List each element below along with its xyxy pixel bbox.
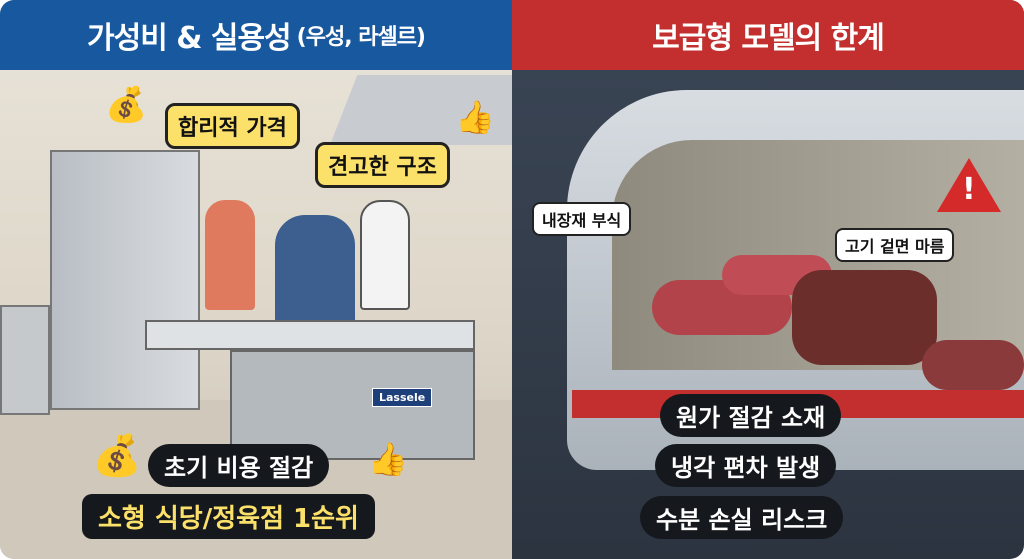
warning-icon-mark: ! <box>962 172 976 207</box>
prep-table <box>145 320 475 350</box>
right-header: 보급형 모델의 한계 <box>512 0 1024 70</box>
left-title-sub: (우성, 라셀르) <box>296 25 426 50</box>
pill-moisture-loss-risk: 수분 손실 리스크 <box>640 496 844 539</box>
money-bag-icon: 💰 <box>92 433 142 479</box>
range-hood <box>330 75 512 145</box>
right-title: 보급형 모델의 한계 <box>652 21 885 56</box>
money-bag-icon: 💰 <box>105 85 148 125</box>
shelf <box>0 305 50 415</box>
upright-refrigerator <box>50 150 200 410</box>
pill-cost-cutting-material: 원가 절감 소재 <box>660 394 842 437</box>
pill-initial-cost: 초기 비용 절감 <box>148 444 330 487</box>
tag-meat-surface-drying: 고기 겉면 마름 <box>835 228 955 262</box>
under-counter-fridge <box>230 350 475 460</box>
left-title: 가성비 & 실용성 <box>87 21 292 56</box>
left-header: 가성비 & 실용성 (우성, 라셀르) <box>0 0 512 70</box>
person-man <box>275 215 355 325</box>
meat-steak <box>922 340 1024 390</box>
thumbs-up-icon: 👍 <box>368 440 408 478</box>
bubble-sturdy-structure: 견고한 구조 <box>315 142 450 188</box>
meat-dried-block <box>792 270 937 365</box>
chef <box>360 200 410 310</box>
pill-first-choice: 소형 식당/정육점 1순위 <box>82 494 375 539</box>
right-panel: 보급형 모델의 한계 ! 내장재 부식 고기 겉면 마름 원가 절감 소재 냉각… <box>512 0 1024 559</box>
thumbs-up-icon: 👍 <box>455 98 495 136</box>
brand-label: Lassele <box>372 388 433 407</box>
tag-interior-corrosion: 내장재 부식 <box>532 202 632 236</box>
person-woman <box>205 200 255 310</box>
left-panel: 가성비 & 실용성 (우성, 라셀르) Lassele 💰 👍 합리적 가격 견… <box>0 0 512 559</box>
pill-cooling-variance: 냉각 편차 발생 <box>655 444 837 487</box>
warning-icon <box>937 158 1001 212</box>
bubble-reasonable-price: 합리적 가격 <box>165 103 300 149</box>
